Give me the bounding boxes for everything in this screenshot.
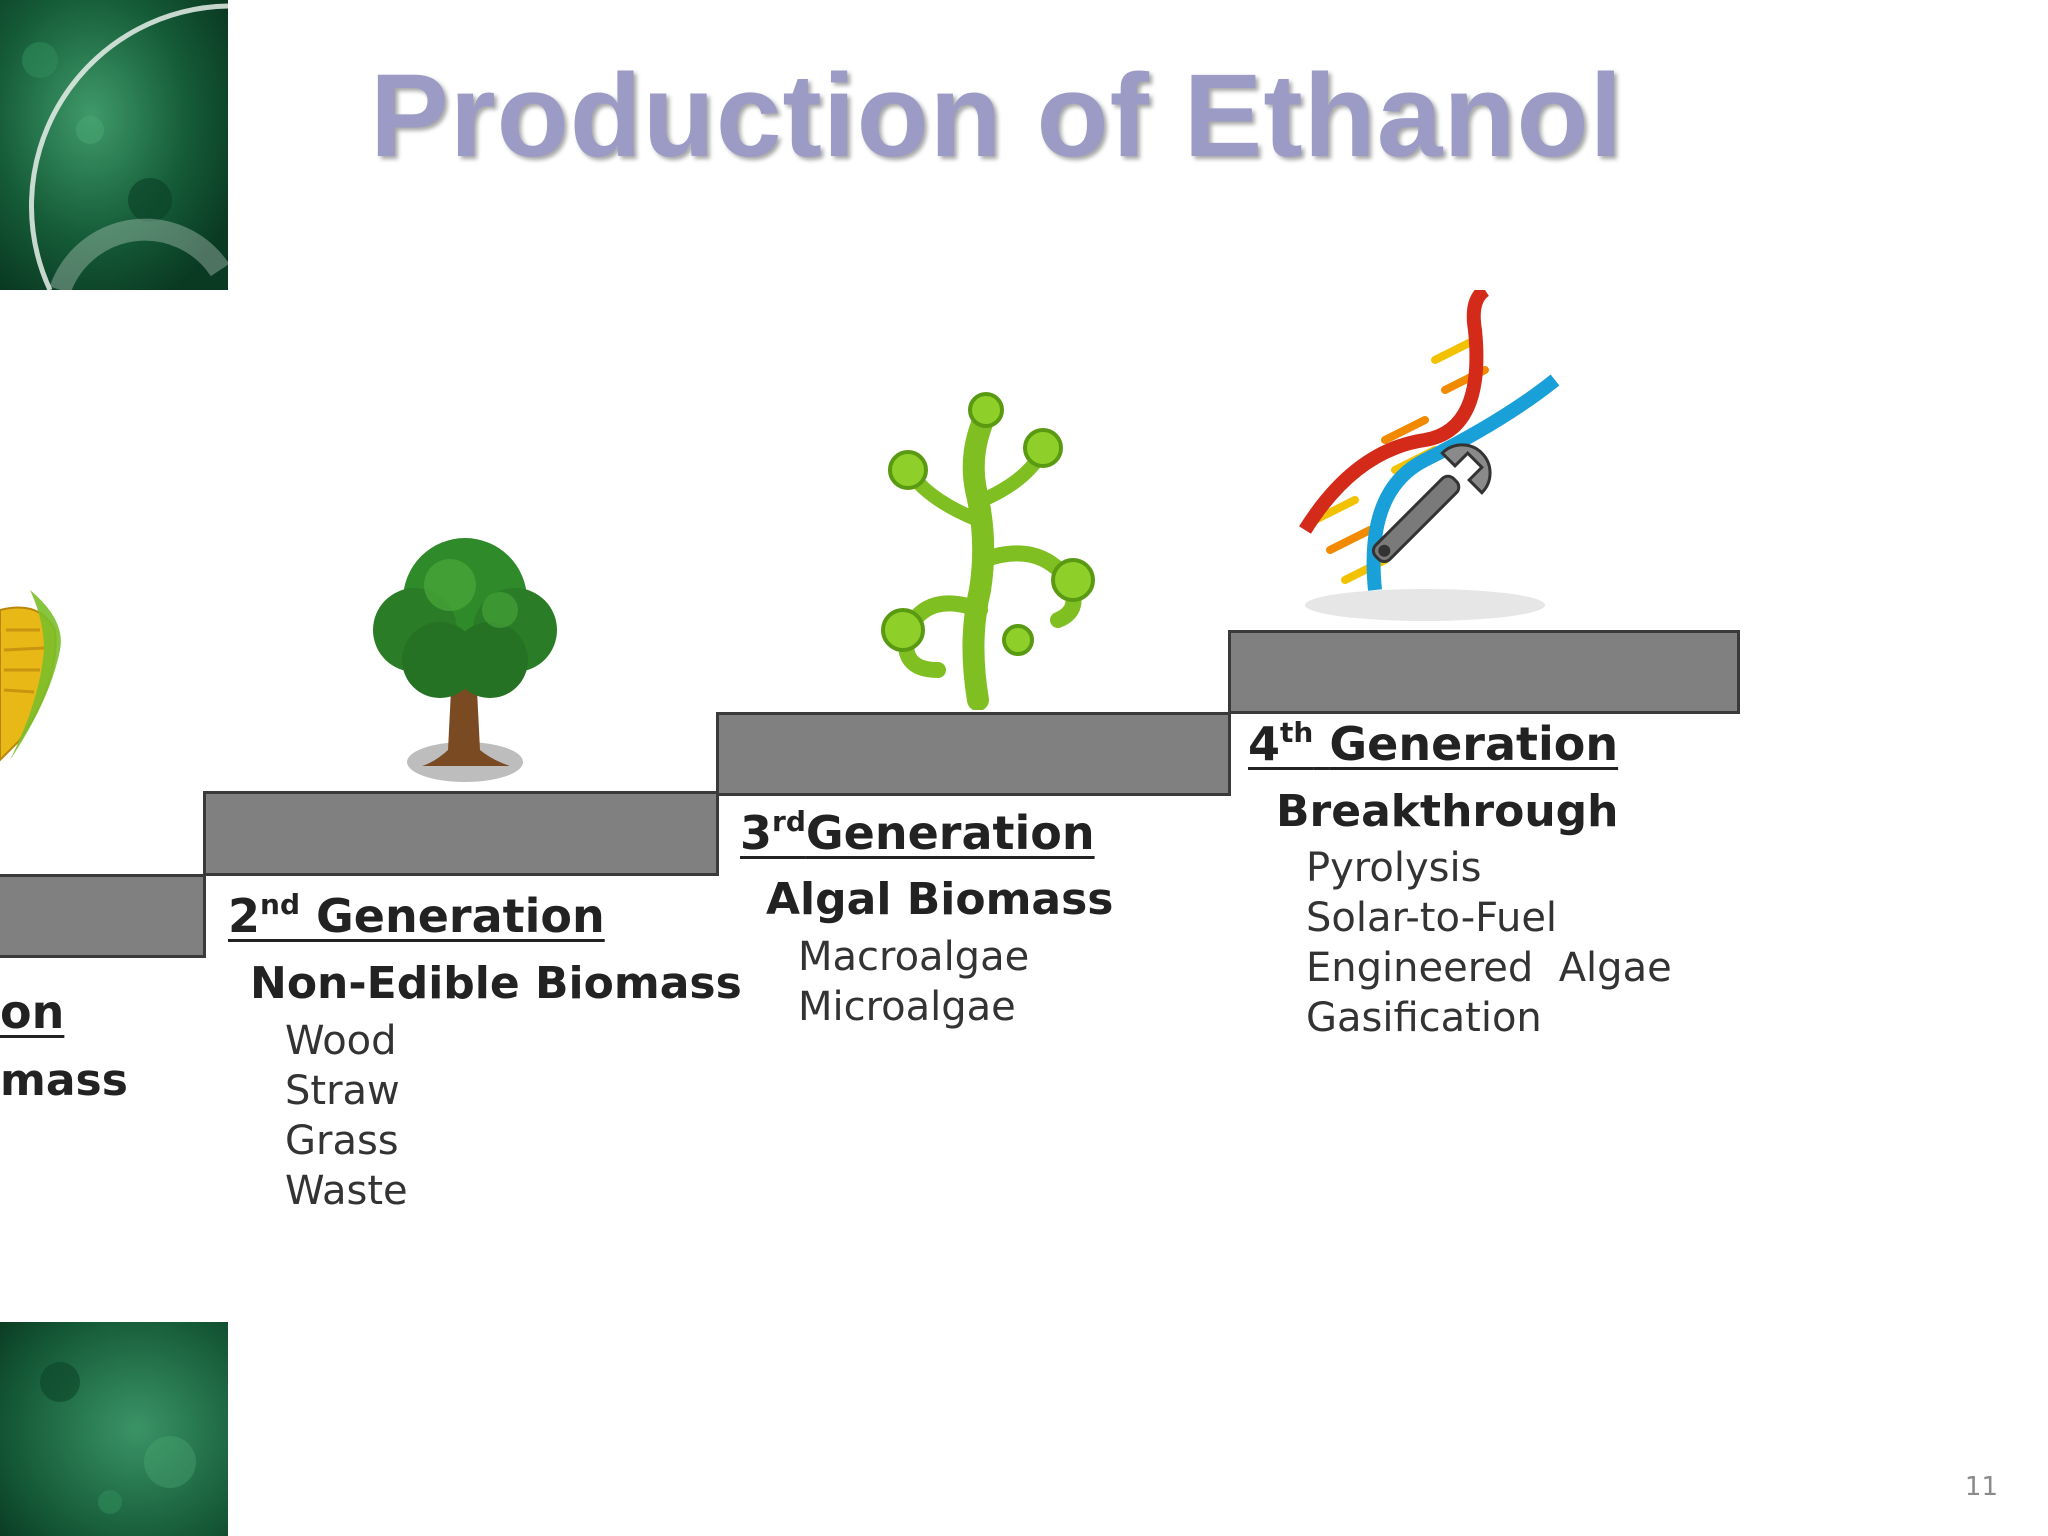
- gen-3-suffix: rd: [772, 805, 806, 838]
- dna-wrench-icon: [1275, 284, 1575, 630]
- list-item: Straw: [285, 1068, 400, 1114]
- list-item: Gasification: [1306, 995, 1542, 1041]
- gen-3-subtitle: Algal Biomass: [766, 874, 1114, 925]
- gen-1-subtitle: mass: [0, 1055, 128, 1106]
- gen-2-number: 2: [228, 889, 261, 943]
- gen-4-heading-word: Generation: [1329, 717, 1619, 771]
- list-item: Engineered Algae: [1306, 945, 1672, 991]
- list-item: Waste: [285, 1168, 408, 1214]
- gen-1-heading: on: [0, 985, 65, 1039]
- decorative-corner-top: [0, 0, 228, 290]
- list-item: Grass: [285, 1118, 399, 1164]
- list-item: Microalgae: [798, 984, 1016, 1030]
- gen-2-heading-word: Generation: [316, 889, 605, 943]
- gen-2-heading: 2nd Generation: [228, 888, 605, 943]
- gen-3-items: Macroalgae Microalgae: [798, 932, 1029, 1032]
- list-item: Macroalgae: [798, 934, 1030, 980]
- list-item: Wood: [285, 1018, 397, 1064]
- gen-3-number: 3: [740, 806, 773, 860]
- texture-decoration-icon: [0, 1322, 228, 1536]
- step-gen-2: [203, 791, 719, 876]
- gen-4-heading: 4th Generation: [1248, 716, 1618, 771]
- slide-title: Production of Ethanol: [370, 50, 1624, 182]
- step-gen-3: [716, 712, 1231, 796]
- step-gen-1: [0, 874, 206, 958]
- gen-4-number: 4: [1248, 717, 1281, 771]
- step-gen-4: [1228, 630, 1740, 714]
- swirl-decoration-icon: [0, 0, 228, 290]
- seaweed-icon: [868, 390, 1108, 711]
- decorative-corner-bottom: [0, 1322, 228, 1536]
- gen-3-heading: 3rdGeneration: [740, 805, 1095, 860]
- gen-4-suffix: th: [1280, 716, 1314, 749]
- gen-2-items: Wood Straw Grass Waste: [285, 1016, 408, 1216]
- gen-4-subtitle: Breakthrough: [1276, 786, 1619, 837]
- gen-2-suffix: nd: [260, 888, 300, 921]
- list-item: Solar-to-Fuel: [1306, 895, 1558, 941]
- tree-icon: [360, 530, 570, 790]
- corn-icon: [0, 590, 66, 770]
- gen-2-subtitle: Non-Edible Biomass: [250, 958, 742, 1009]
- page-number: 11: [1964, 1472, 1998, 1502]
- gen-3-heading-word: Generation: [805, 806, 1095, 860]
- list-item: Pyrolysis: [1306, 845, 1482, 891]
- gen-4-items: Pyrolysis Solar-to-Fuel Engineered Algae…: [1306, 843, 1672, 1043]
